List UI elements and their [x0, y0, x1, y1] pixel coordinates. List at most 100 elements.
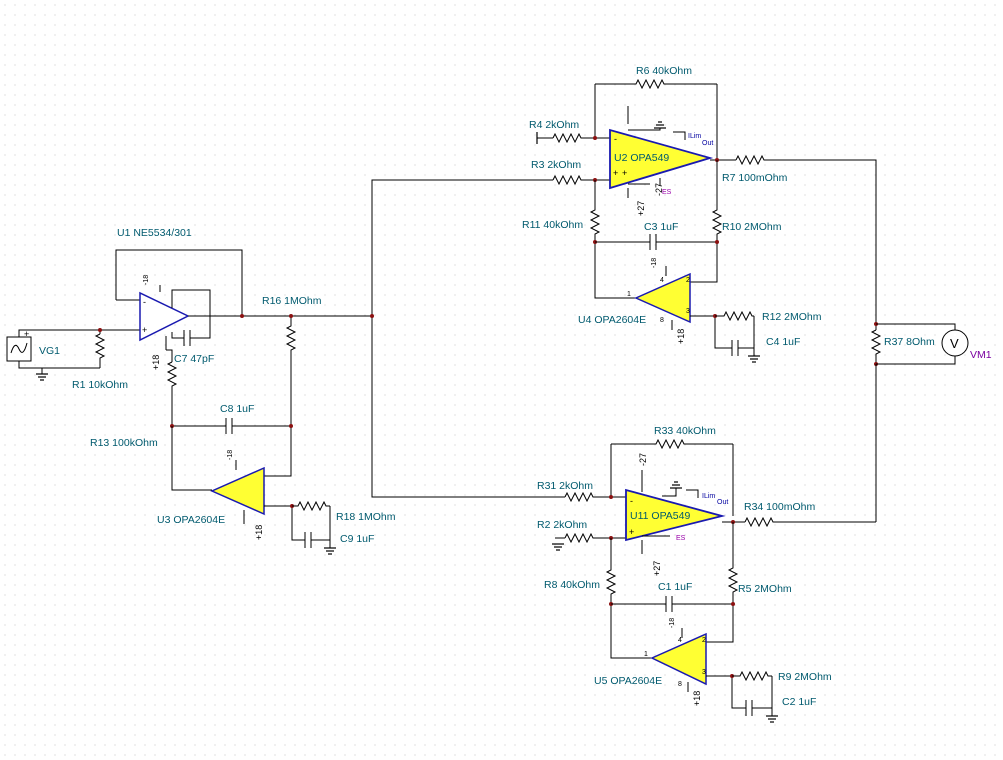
label-r13: R13 100kOhm	[90, 437, 158, 449]
label-r6: R6 40kOhm	[636, 65, 692, 77]
resistor-r7[interactable]	[735, 154, 877, 330]
capacitor-c7[interactable]	[183, 330, 191, 346]
label-u2: U2 OPA549	[614, 152, 669, 164]
resistor-r10[interactable]	[690, 160, 723, 283]
svg-text:1: 1	[644, 651, 648, 658]
label-c2: C2 1uF	[782, 696, 816, 708]
resistor-r18[interactable]	[292, 500, 330, 512]
svg-text:-: -	[614, 134, 617, 144]
supply-neg18-u1: -18	[143, 275, 150, 285]
pin-ilim-u11: ILim	[702, 493, 715, 500]
resistor-r6[interactable]	[595, 78, 717, 90]
opamp-u5[interactable]: 2 3 1 4 8	[644, 632, 707, 688]
svg-text:+: +	[613, 168, 618, 178]
label-r4: R4 2kOhm	[529, 119, 579, 131]
voltmeter-vm1[interactable]: V	[941, 329, 969, 357]
label-r5: R5 2MOhm	[738, 583, 792, 595]
resistor-r1[interactable]	[94, 333, 106, 368]
svg-text:+: +	[24, 329, 29, 339]
ground-icon	[670, 481, 682, 489]
capacitor-c9[interactable]	[304, 532, 312, 548]
svg-text:2: 2	[686, 277, 690, 284]
resistor-r33[interactable]	[611, 438, 733, 450]
pin-ilim-u2: ILim	[688, 133, 701, 140]
svg-text:+: +	[142, 325, 147, 335]
ground-icon	[748, 355, 760, 363]
label-r8: R8 40kOhm	[544, 579, 600, 591]
resistor-r9[interactable]	[732, 670, 772, 682]
pin-out-u11: Out	[717, 499, 728, 506]
opamp-u11[interactable]: - +	[625, 488, 726, 542]
label-r16: R16 1MOhm	[262, 295, 322, 307]
supply-neg27-u11: -27	[638, 453, 648, 466]
resistor-r3[interactable]	[552, 174, 610, 186]
capacitor-c4[interactable]	[731, 340, 739, 356]
svg-text:-: -	[143, 297, 146, 307]
label-r31: R31 2kOhm	[537, 480, 593, 492]
label-u11: U11 OPA549	[630, 510, 690, 522]
svg-text:2: 2	[702, 637, 706, 644]
label-r11: R11 40kOhm	[522, 219, 583, 231]
resistor-r37[interactable]	[870, 329, 882, 364]
ground-icon	[552, 543, 564, 551]
supply-pos18-u3: +18	[254, 525, 264, 540]
resistor-r5[interactable]	[706, 522, 739, 643]
label-r18: R18 1MOhm	[336, 511, 396, 523]
resistor-r12[interactable]	[715, 310, 754, 322]
label-r3: R3 2kOhm	[531, 159, 581, 171]
opamp-u4[interactable]: 2 3 1 4 8	[627, 272, 691, 324]
capacitor-c8[interactable]	[225, 418, 233, 434]
svg-text:3: 3	[686, 308, 690, 315]
label-r37: R37 8Ohm	[884, 336, 935, 348]
capacitor-c1[interactable]	[665, 596, 673, 612]
opamp-u3[interactable]	[210, 466, 265, 516]
supply-pos18-u5: +18	[692, 691, 702, 706]
label-vg1: VG1	[39, 345, 60, 357]
label-r34: R34 100mOhm	[744, 501, 815, 513]
ground-icon	[36, 373, 48, 381]
label-c1: C1 1uF	[658, 581, 692, 593]
resistor-r13[interactable]	[166, 361, 178, 426]
label-r10: R10 2MOhm	[722, 221, 782, 233]
pin-es-u2: ES	[662, 189, 672, 196]
resistor-r2[interactable]	[564, 532, 626, 544]
label-u3: U3 OPA2604E	[157, 514, 225, 526]
resistor-r34[interactable]	[744, 516, 876, 528]
ground-icon	[324, 547, 336, 555]
ground-icon	[654, 121, 666, 129]
svg-text:1: 1	[627, 291, 631, 298]
label-r9: R9 2MOhm	[778, 671, 832, 683]
label-u1: U1 NE5534/301	[117, 227, 192, 239]
supply-pos27-u2: +27	[636, 201, 646, 216]
label-r7: R7 100mOhm	[722, 172, 788, 184]
supply-pos18-u4: +18	[676, 329, 686, 344]
capacitor-c2[interactable]	[745, 700, 753, 716]
supply-neg27-u2: -27	[654, 183, 664, 196]
supply-neg18-u3: -18	[227, 450, 234, 460]
label-r33: R33 40kOhm	[654, 425, 716, 437]
opamp-u1[interactable]: - +	[139, 291, 190, 342]
supply-neg18-u4: -18	[651, 258, 658, 268]
label-c7: C7 47pF	[174, 353, 214, 365]
svg-text:8: 8	[678, 681, 682, 688]
signal-source-vg1[interactable]: +	[6, 329, 32, 362]
opamp-u2[interactable]: - + +	[609, 128, 714, 190]
resistor-r4[interactable]	[552, 132, 610, 144]
resistor-r11[interactable]	[589, 180, 640, 299]
resistor-r16[interactable]	[285, 316, 297, 352]
label-vm1: VM1	[970, 349, 992, 361]
label-u5: U5 OPA2604E	[594, 675, 662, 687]
supply-pos27-u11: +27	[652, 561, 662, 576]
pin-es-u11: ES	[676, 535, 686, 542]
resistor-r31[interactable]	[564, 491, 626, 503]
label-c9: C9 1uF	[340, 533, 374, 545]
svg-text:3: 3	[702, 669, 706, 676]
label-r12: R12 2MOhm	[762, 311, 822, 323]
capacitor-c3[interactable]	[649, 234, 657, 250]
supply-neg18-u5: -18	[669, 618, 676, 628]
resistor-r8[interactable]	[605, 538, 652, 659]
label-r1: R1 10kOhm	[72, 379, 128, 391]
svg-text:+: +	[622, 168, 627, 178]
ground-icon	[766, 715, 778, 723]
